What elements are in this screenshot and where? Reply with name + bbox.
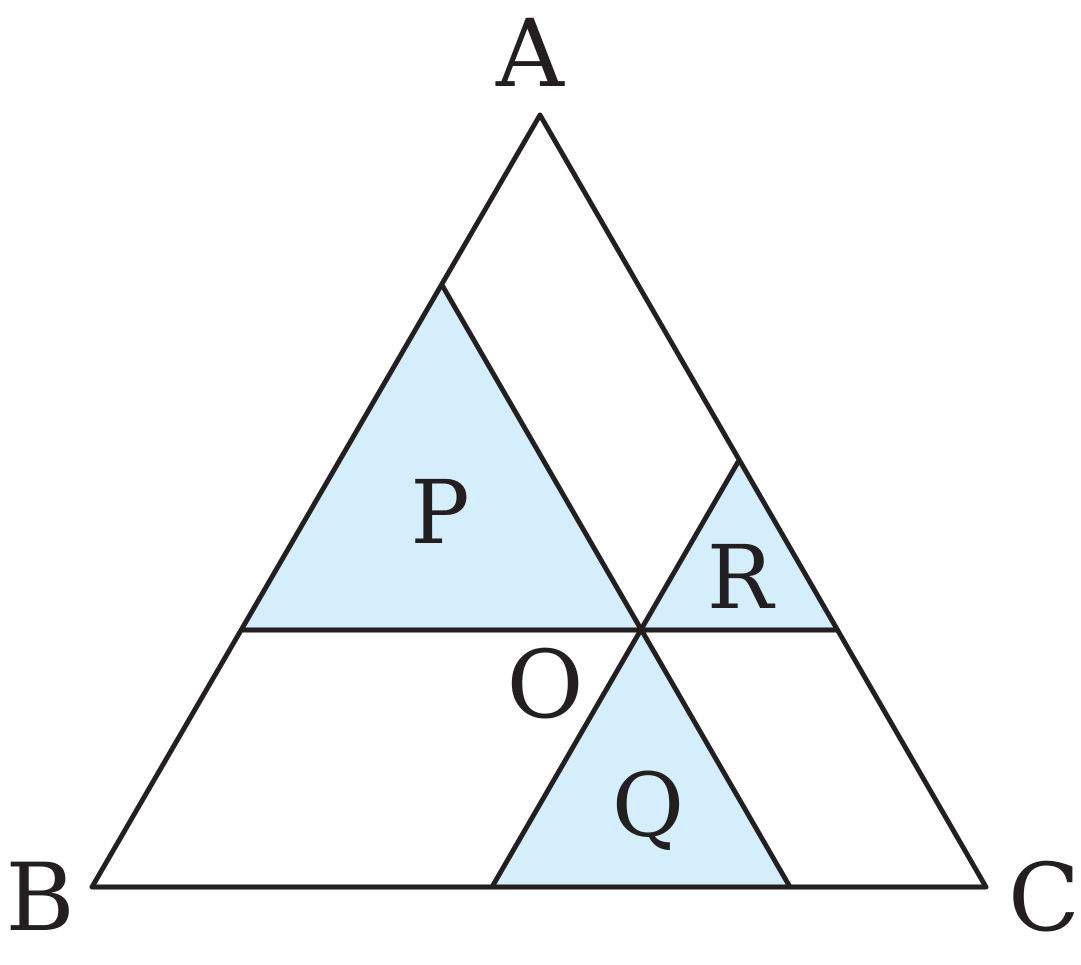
vertex-label-b: B — [5, 844, 74, 953]
region-q-fill — [492, 630, 790, 887]
region-label-r: R — [707, 526, 776, 629]
triangle-abc — [89, 112, 989, 890]
point-label-o: O — [506, 631, 583, 740]
region-label-q: Q — [612, 754, 684, 857]
vertex-label-c: C — [1008, 844, 1080, 953]
vertex-label-a: A — [495, 0, 565, 109]
region-label-p: P — [410, 461, 469, 564]
line-parallel-ab — [489, 459, 741, 890]
region-p-fill — [242, 285, 640, 630]
region-r-fill — [640, 462, 836, 630]
line-parallel-ac — [439, 282, 793, 890]
